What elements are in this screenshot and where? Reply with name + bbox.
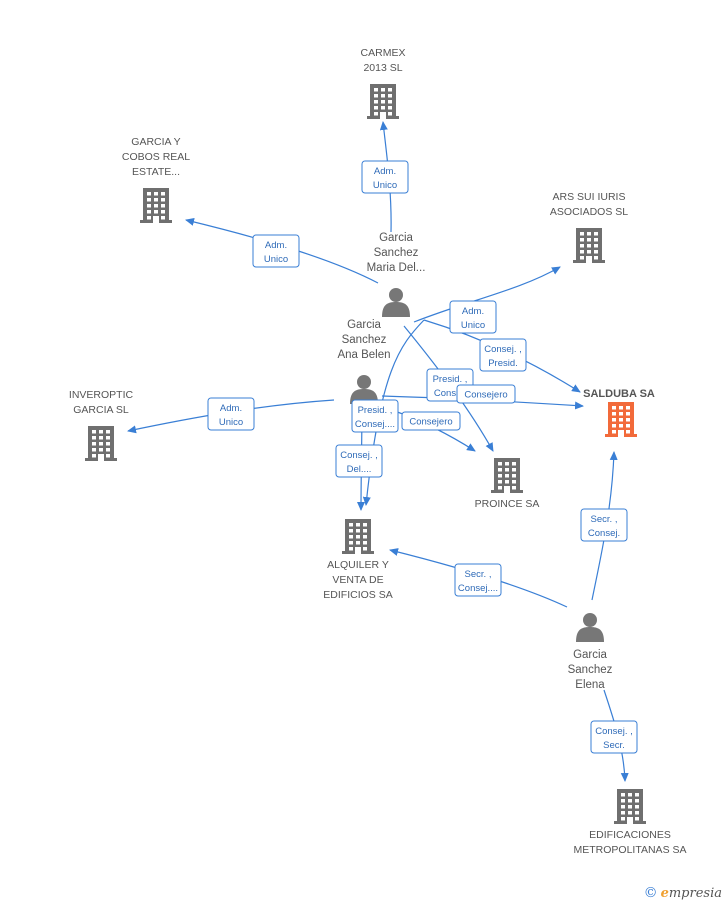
relation-role: Adm. <box>462 306 484 317</box>
company-node-garcia_cobos[interactable]: GARCIA Y COBOS REAL ESTATE... <box>122 136 190 224</box>
building-icon <box>85 426 117 462</box>
relation-role: Consej. , <box>340 450 378 461</box>
relation-role: Unico <box>219 417 243 428</box>
person-name[interactable]: Garcia <box>573 649 607 661</box>
relation-role: Presid. , <box>433 374 468 385</box>
building-icon <box>614 789 646 825</box>
company-name[interactable]: METROPOLITANAS SA <box>574 844 687 856</box>
company-name[interactable]: EDIFICIOS SA <box>323 589 392 601</box>
relation-role: Secr. , <box>591 514 618 525</box>
relation-label-ana_presid[interactable]: Presid. , Consej.... <box>351 399 399 433</box>
person-name[interactable]: Sanchez <box>342 334 387 346</box>
relation-label-ana_alquiler[interactable]: Consej. , Del.... <box>335 444 383 478</box>
person-name[interactable]: Garcia <box>379 232 413 244</box>
person-name[interactable]: Elena <box>575 679 605 691</box>
relation-role: Consej.... <box>355 419 395 430</box>
building-icon <box>140 188 172 224</box>
copyright-icon: © <box>643 885 658 901</box>
company-name[interactable]: ASOCIADOS SL <box>550 206 628 218</box>
relation-label-elena_salduba[interactable]: Secr. , Consej. <box>580 508 628 542</box>
person-name[interactable]: Sanchez <box>568 664 613 676</box>
company-name[interactable]: EDIFICACIONES <box>589 829 671 841</box>
relation-role: Consejero <box>464 390 507 401</box>
person-icon <box>576 613 604 642</box>
building-icon <box>367 84 399 120</box>
company-node-alquiler[interactable]: ALQUILER Y VENTA DE EDIFICIOS SA <box>323 519 393 601</box>
company-name[interactable]: GARCIA SL <box>73 404 129 416</box>
building-icon <box>573 228 605 264</box>
company-name[interactable]: ARS SUI IURIS <box>553 191 626 203</box>
relation-role: Unico <box>264 254 288 265</box>
company-node-inveroptic[interactable]: INVEROPTIC GARCIA SL <box>69 389 134 462</box>
relation-label-maria_ars[interactable]: Adm. Unico <box>449 300 497 334</box>
building-icon <box>342 519 374 555</box>
relation-role: Unico <box>373 180 397 191</box>
company-name[interactable]: PROINCE SA <box>475 498 540 510</box>
person-name[interactable]: Garcia <box>347 319 381 331</box>
relation-label-ana_salduba[interactable]: Consejero <box>456 384 516 404</box>
company-node-proince[interactable]: PROINCE SA <box>475 458 540 510</box>
empresia-logo: ©empresia <box>643 885 722 901</box>
relation-role: Adm. <box>374 166 396 177</box>
relation-role: Consejero <box>409 417 452 428</box>
building-icon <box>491 458 523 494</box>
relation-label-ana_proince[interactable]: Consejero <box>401 411 461 431</box>
relation-role: Adm. <box>265 240 287 251</box>
relation-role: Consej.... <box>458 583 498 594</box>
person-name[interactable]: Sanchez <box>374 247 419 259</box>
relation-role: Presid. <box>488 358 518 369</box>
relation-role: Presid. , <box>358 405 393 416</box>
company-node-ars[interactable]: ARS SUI IURIS ASOCIADOS SL <box>550 191 628 264</box>
company-node-edificaciones[interactable]: EDIFICACIONES METROPOLITANAS SA <box>574 789 687 856</box>
company-node-carmex[interactable]: CARMEX 2013 SL <box>361 47 406 120</box>
company-name[interactable]: 2013 SL <box>363 62 402 74</box>
relation-label-elena_edificaciones[interactable]: Consej. , Secr. <box>590 720 638 754</box>
relation-role: Consej. , <box>595 726 633 737</box>
relation-role: Secr. <box>603 740 625 751</box>
relation-label-maria_carmex[interactable]: Adm. Unico <box>361 160 409 194</box>
relation-role: Adm. <box>220 403 242 414</box>
relation-role: Consej. <box>588 528 620 539</box>
relation-label-maria_salduba[interactable]: Consej. , Presid. <box>479 338 527 372</box>
company-name[interactable]: CARMEX <box>361 47 406 59</box>
company-name[interactable]: COBOS REAL <box>122 151 190 163</box>
relation-label-maria_garcia_cobos[interactable]: Adm. Unico <box>252 234 300 268</box>
company-name[interactable]: SALDUBA SA <box>583 388 655 400</box>
company-name[interactable]: ALQUILER Y <box>327 559 389 571</box>
relation-role: Consej. <box>434 388 466 399</box>
person-icon <box>382 288 410 317</box>
company-name[interactable]: VENTA DE <box>332 574 383 586</box>
relation-label-ana_inveroptic[interactable]: Adm. Unico <box>207 397 255 431</box>
company-node-salduba[interactable]: SALDUBA SA <box>583 388 655 438</box>
building-icon <box>605 402 637 438</box>
company-name[interactable]: INVEROPTIC <box>69 389 134 401</box>
relation-role: Unico <box>461 320 485 331</box>
company-name[interactable]: ESTATE... <box>132 166 180 178</box>
company-name[interactable]: GARCIA Y <box>131 136 180 148</box>
relation-label-elena_alquiler[interactable]: Secr. , Consej.... <box>454 563 502 597</box>
person-name[interactable]: Maria Del... <box>367 262 426 274</box>
relation-edge-maria_ars <box>413 266 561 323</box>
relation-role: Consej. , <box>484 344 522 355</box>
relation-role: Secr. , <box>465 569 492 580</box>
relation-role: Del.... <box>347 464 372 475</box>
person-name[interactable]: Ana Belen <box>337 349 390 361</box>
